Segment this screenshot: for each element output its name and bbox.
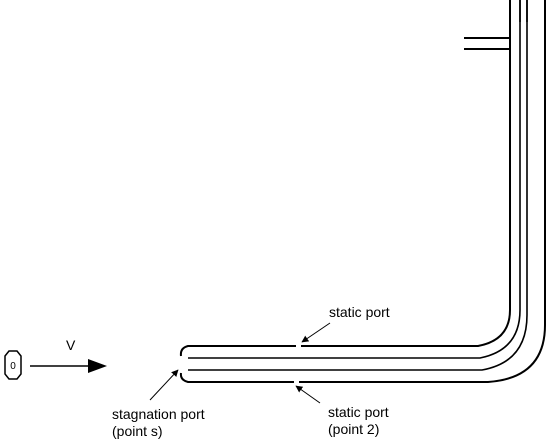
tube-outer-wall-top — [179, 0, 511, 357]
static-port-bottom-label-line2: (point 2) — [328, 421, 379, 437]
point-marker-label: 0 — [10, 361, 16, 372]
pitot-static-tube — [178, 0, 546, 385]
velocity-label: V — [66, 337, 76, 353]
static-port-top-label: static port — [329, 304, 390, 320]
stagnation-port-label-line2: (point s) — [112, 423, 163, 439]
static-port-top-annotation: static port — [301, 304, 390, 343]
stagnation-port-leader — [149, 369, 179, 401]
freestream-point-marker: 0 — [4, 350, 22, 380]
stagnation-port-label-line1: stagnation port — [112, 406, 205, 422]
tube-center-wall-upper — [186, 0, 521, 359]
static-port-bottom-label-line1: static port — [328, 404, 389, 420]
static-port-bottom-annotation: static port (point 2) — [295, 385, 389, 437]
point-marker-hexagon — [4, 350, 22, 380]
stagnation-port-opening — [178, 357, 188, 371]
tube-center-wall-lower — [186, 0, 528, 371]
velocity-arrow-head — [88, 359, 107, 373]
static-port-top-hole — [296, 343, 301, 349]
tube-outer-wall-bottom — [179, 0, 546, 383]
static-port-top-leader — [301, 322, 331, 343]
velocity-arrow: V — [30, 337, 107, 373]
static-port-bottom-leader — [295, 385, 321, 404]
stagnation-port-annotation: stagnation port (point s) — [112, 369, 205, 439]
static-port-bottom-hole — [294, 379, 299, 385]
